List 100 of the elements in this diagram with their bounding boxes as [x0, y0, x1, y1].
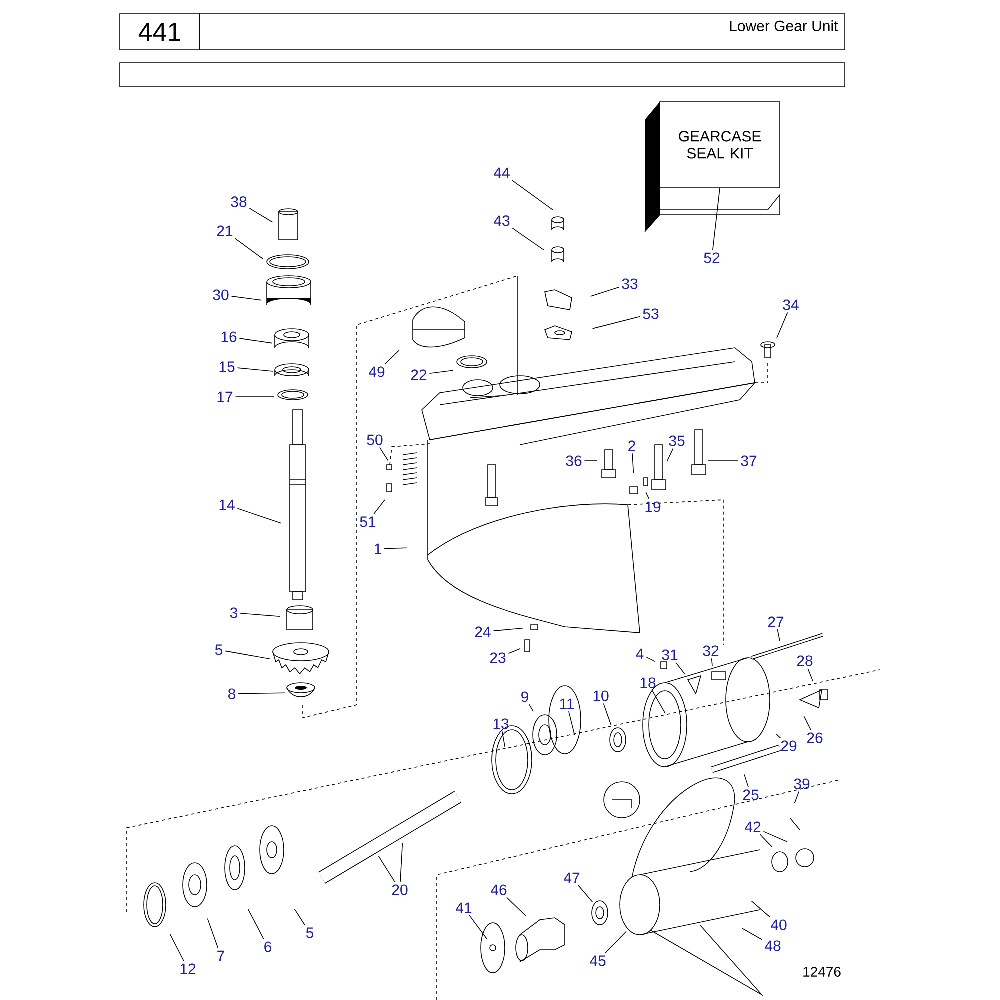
callout-number: 45: [590, 956, 606, 966]
callout-number: 23: [490, 652, 506, 664]
callout-number: 46: [491, 884, 507, 896]
callout-number: 15: [220, 362, 235, 372]
callout-number: 50: [367, 434, 383, 446]
leader-line: [744, 774, 749, 788]
callout-number: 47: [564, 872, 580, 884]
leader-line: [512, 228, 544, 250]
callout-number: 49: [369, 366, 385, 378]
leader-line: [776, 734, 782, 739]
callout-number: 27: [768, 616, 784, 628]
callout-number: 40: [771, 920, 787, 930]
callout-number: 37: [741, 456, 757, 466]
leader-line: [804, 716, 812, 731]
callout-number: 19: [646, 502, 661, 512]
leader-line: [712, 188, 720, 251]
leader-line: [493, 628, 524, 632]
callout-number: 30: [213, 290, 229, 300]
callout-number: 10: [594, 690, 609, 702]
leader-line: [603, 703, 612, 726]
callout-number: 24: [475, 626, 491, 638]
title-cell: Lower Gear Unit: [200, 14, 846, 50]
callout-number: 2: [628, 440, 636, 452]
leader-line: [646, 656, 656, 662]
leader-line: [384, 548, 408, 550]
leader-line: [237, 508, 282, 524]
leader-line: [240, 613, 280, 617]
leader-line: [469, 915, 488, 940]
leader-line: [374, 500, 386, 515]
leader-line: [512, 180, 554, 210]
leader-line: [502, 731, 506, 748]
leader-line: [234, 238, 264, 260]
leader-line: [400, 842, 404, 883]
callout-number: 33: [622, 278, 638, 290]
leader-line: [238, 692, 286, 694]
leader-line: [235, 396, 274, 398]
leader-line: [384, 350, 400, 365]
leader-line: [380, 447, 389, 462]
leader-line: [506, 897, 527, 917]
callout-number: 6: [264, 942, 272, 952]
leader-line: [646, 492, 650, 500]
callout-number: 14: [220, 500, 235, 510]
callout-number: 12: [180, 964, 196, 974]
callout-number: 16: [222, 332, 237, 342]
leader-line: [529, 704, 534, 712]
callout-number: 4: [636, 648, 644, 660]
callout-number: 5: [215, 644, 223, 656]
callout-number: 28: [797, 656, 813, 666]
leader-line: [763, 831, 788, 842]
callout-number: 48: [765, 940, 781, 952]
leader-line: [605, 931, 627, 954]
callout-number: 18: [640, 678, 656, 688]
leader-line: [776, 312, 788, 339]
leader-line: [590, 287, 620, 297]
callout-number: 1: [374, 544, 382, 554]
leader-line: [249, 208, 274, 223]
leader-line: [808, 668, 814, 682]
leader-line: [508, 648, 521, 654]
leader-line: [378, 856, 396, 883]
leader-line: [632, 453, 634, 474]
callout-number: 38: [231, 196, 247, 208]
callout-number: 11: [560, 698, 574, 710]
callout-number: 29: [781, 740, 797, 752]
callout-number: 5: [306, 928, 314, 938]
callout-number: 17: [218, 392, 233, 402]
callout-number: 41: [456, 902, 472, 914]
kit-box: GEARCASE SEAL KIT: [644, 102, 780, 232]
leader-line: [676, 662, 686, 674]
callout-number: 31: [662, 650, 678, 660]
leader-line: [584, 460, 598, 462]
leader-line: [742, 928, 763, 940]
leader-line: [578, 885, 594, 903]
leader-line: [225, 650, 270, 660]
callout-number: 43: [494, 216, 510, 226]
callout-number: 13: [494, 718, 509, 730]
leader-line: [248, 909, 264, 940]
leader-line: [666, 448, 674, 462]
number-cell: 441: [120, 14, 200, 50]
callout-number: 21: [217, 226, 233, 236]
drawing-number: 12476: [804, 967, 841, 977]
leader-line: [231, 296, 262, 301]
callout-number: 8: [228, 688, 236, 700]
leader-line: [429, 370, 454, 374]
callout-number: 20: [392, 884, 408, 896]
leader-line: [708, 460, 739, 462]
callout-number: 22: [411, 370, 427, 380]
leader-line: [592, 316, 641, 330]
callout-number: 39: [794, 778, 810, 790]
leader-line: [239, 338, 272, 344]
callout-number: 52: [704, 252, 720, 264]
callout-number: 9: [522, 692, 528, 702]
leader-line: [294, 908, 306, 926]
callout-number: 44: [494, 168, 510, 178]
leader-line: [652, 690, 666, 714]
leader-line: [568, 711, 576, 736]
callout-number: 36: [566, 456, 582, 466]
leader-line: [237, 368, 274, 372]
callout-number: 7: [218, 950, 224, 962]
leader-line: [794, 791, 800, 804]
callout-number: 34: [783, 300, 799, 310]
